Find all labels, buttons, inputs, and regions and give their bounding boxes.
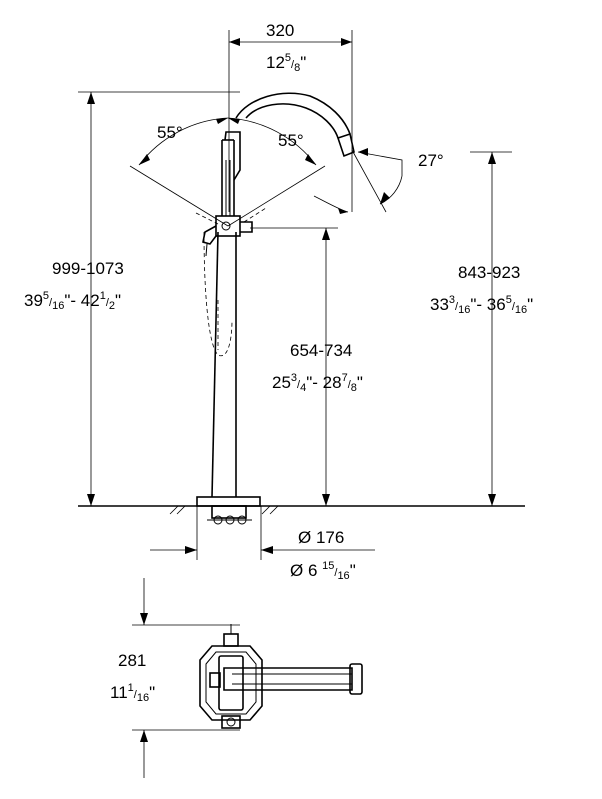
faucet-side-view-icon (195, 92, 355, 525)
dim-base-diameter (150, 506, 375, 560)
base-diameter-metric: Ø 176 (298, 528, 344, 547)
spout-height-metric: 843-923 (458, 263, 520, 282)
top-view-depth-metric: 281 (118, 651, 146, 670)
top-view-depth-imperial: 111/16" (110, 682, 155, 704)
spout-reach-metric: 320 (266, 21, 294, 40)
spout-height-imperial: 333/16"- 365/16" (430, 294, 533, 316)
spout-angle-label: 27° (418, 151, 444, 170)
floor-line (78, 505, 525, 515)
base-diameter-imperial: Ø 6 15/16" (290, 560, 356, 582)
spout-reach-imperial: 125/8" (266, 52, 306, 74)
dim-handle-height (250, 227, 338, 506)
handle-height-metric: 654-734 (290, 341, 352, 360)
spout-angle-guides (351, 148, 403, 213)
angle-left-label: 55° (157, 123, 183, 142)
dim-spout-height (470, 151, 512, 506)
faucet-top-view-icon (199, 624, 363, 729)
dim-spout-reach (228, 30, 353, 212)
handle-height-imperial: 253/4"- 287/8" (272, 372, 363, 394)
overall-height-metric: 999-1073 (52, 259, 124, 278)
overall-height-imperial: 395/16"- 421/2" (24, 290, 121, 312)
dim-overall-height (78, 91, 240, 506)
angle-right-label: 55° (278, 131, 304, 150)
dim-top-view-depth (132, 578, 240, 778)
angle-guides (129, 117, 349, 227)
